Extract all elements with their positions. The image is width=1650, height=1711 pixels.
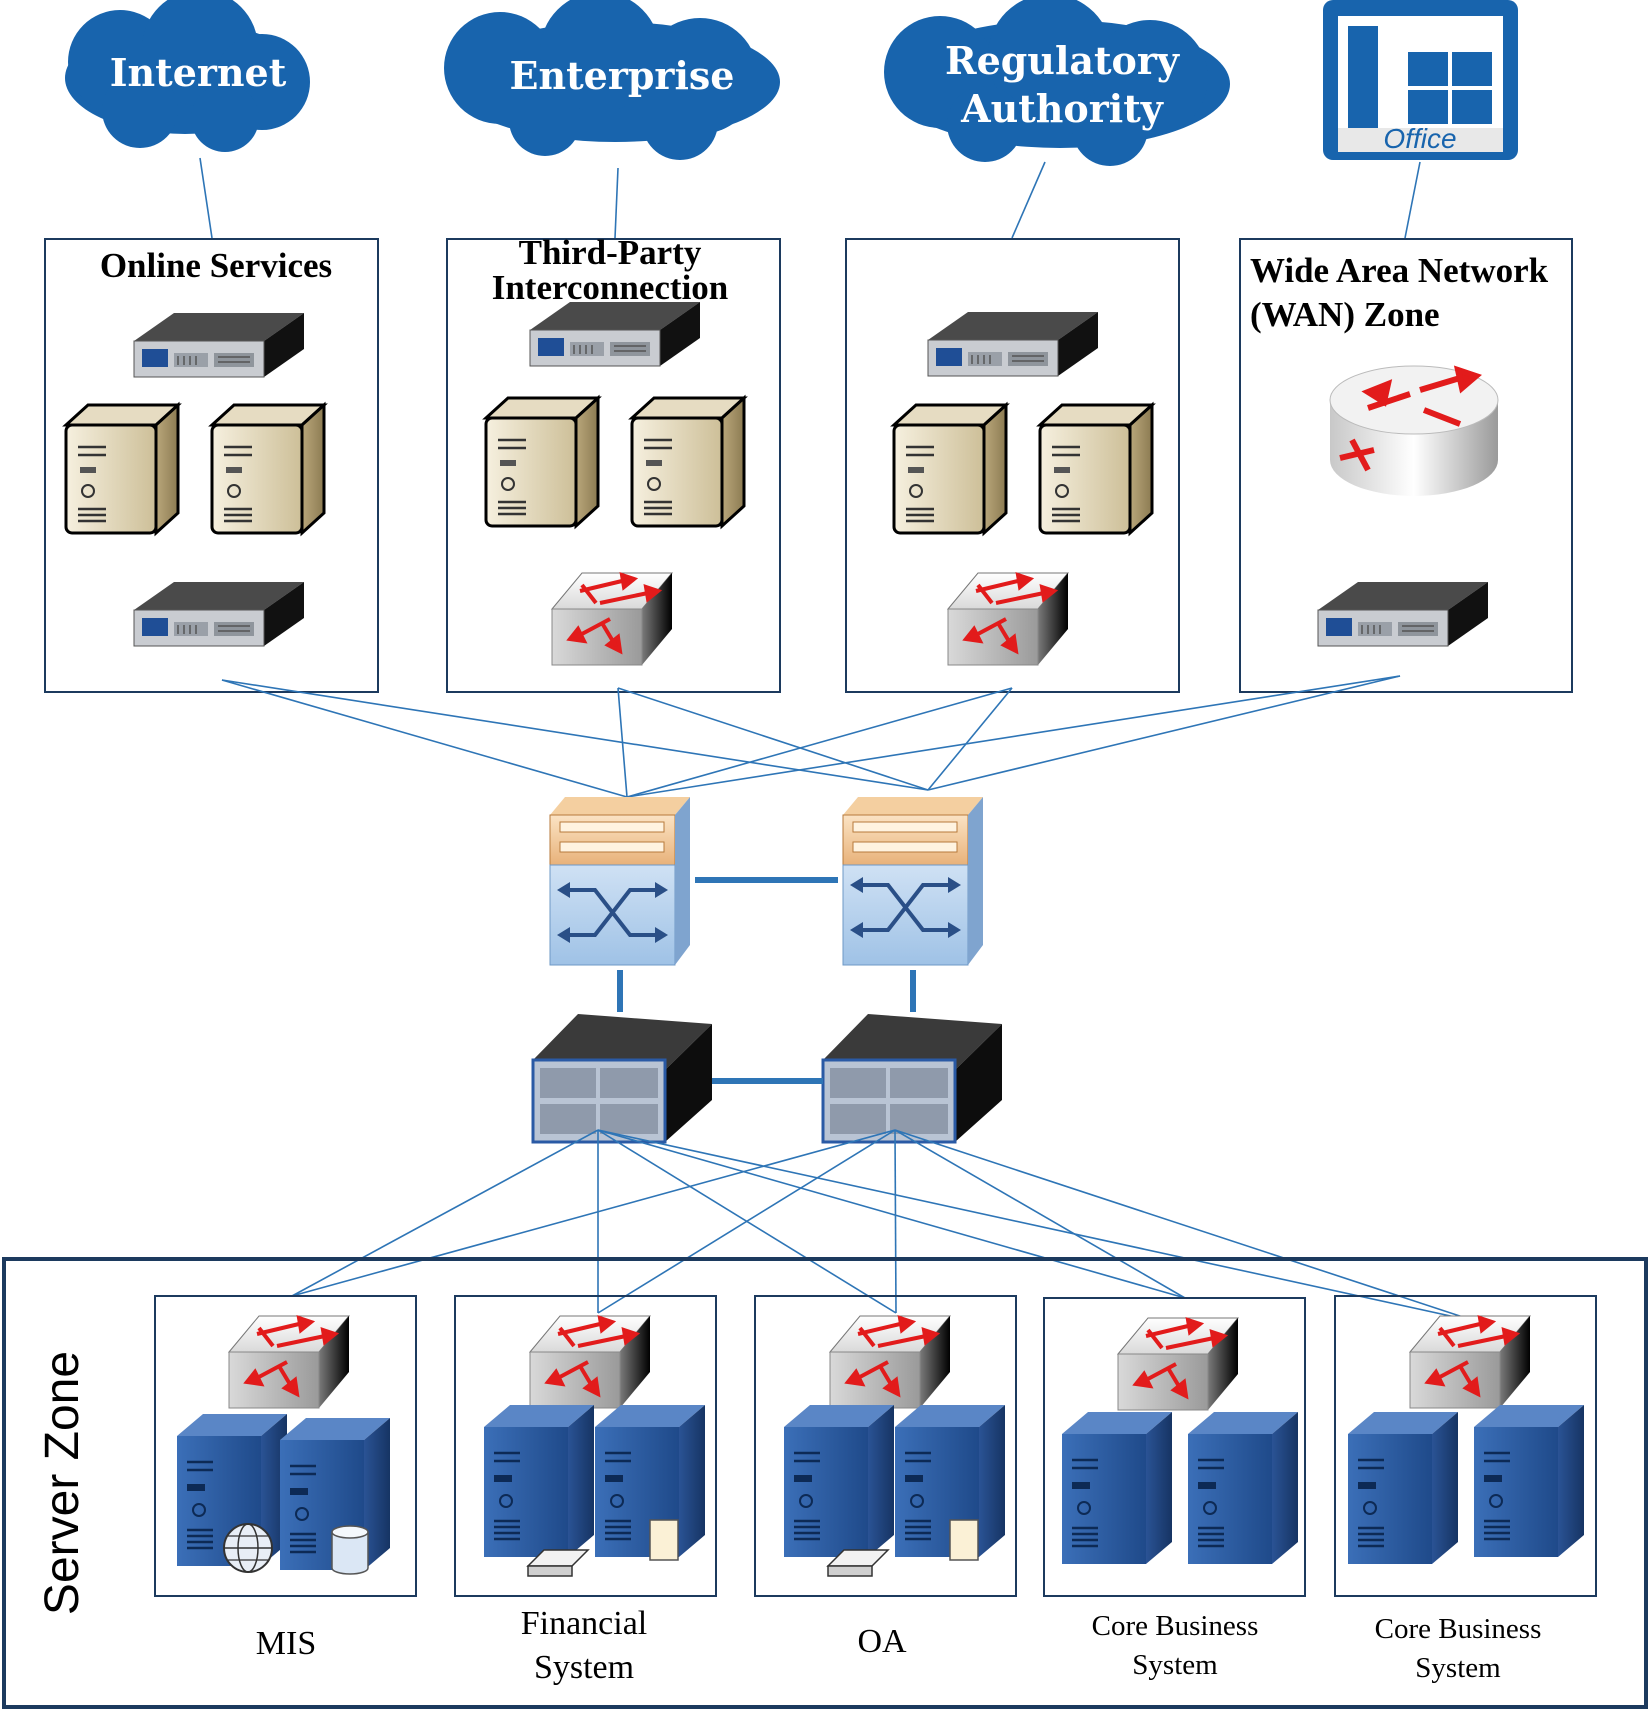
switch-icon [1408,1314,1532,1410]
database-icon [331,1525,369,1575]
server-icon [1472,1403,1586,1559]
globe-icon [223,1523,273,1573]
office-building-icon: Office [1323,0,1518,160]
cloud-enterprise-label: Enterprise [510,53,735,98]
server-icon [482,1403,596,1559]
zone-online-title: Online Services [100,246,332,285]
aggregation-chassis-right [821,1014,1002,1144]
server-zone-title: Server Zone [36,1351,89,1615]
server-icon [782,1403,896,1559]
server-group-labels: MIS Financial System OA Core Business Sy… [256,1605,1542,1686]
zone-wan-title-line2: (WAN) Zone [1250,295,1440,334]
zone-third-party: Third-Party Interconnection [446,233,781,693]
server-icon [1060,1410,1174,1566]
core-switch-left [549,797,690,966]
firewall-icon [133,312,305,378]
cloud-regulatory-authority: Regulatory Authority [884,0,1230,166]
group-label-financial-line2: System [534,1649,634,1686]
server-group-core-business-1 [1043,1297,1306,1597]
group-label-core2-line2: System [1415,1652,1501,1684]
server-icon [630,396,746,528]
switch-icon [550,571,674,667]
firewall-icon [1317,581,1489,647]
server-icon [1346,1410,1460,1566]
zone-regulatory [845,238,1180,693]
server-icon [1186,1410,1300,1566]
switch-icon [1116,1316,1240,1412]
agg-server-links [291,1129,1479,1323]
group-label-mis: MIS [256,1625,316,1662]
group-label-oa: OA [857,1623,907,1660]
cloud-links [199,157,1421,239]
zone-wan: Wide Area Network (WAN) Zone [1239,238,1573,693]
cloud-regulatory-line2: Authority [960,86,1164,131]
cloud-enterprise: Enterprise [444,0,780,160]
document-icon [949,1519,979,1561]
zone-online-services: Online Services [44,238,379,693]
firewall-icon [927,311,1099,377]
server-icon [210,403,326,535]
group-label-financial-line1: Financial [521,1605,648,1642]
server-icon [892,403,1008,535]
cloud-internet-label: Internet [110,50,287,95]
zone-wan-title-line1: Wide Area Network [1250,251,1549,290]
server-icon [64,403,180,535]
group-label-core1-line1: Core Business [1092,1610,1259,1642]
drive-icon [826,1549,890,1577]
server-icon [1038,403,1154,535]
group-label-core2-line1: Core Business [1375,1613,1542,1645]
switch-icon [528,1314,652,1410]
firewall-icon [529,301,701,367]
zone-thirdparty-title-line2: Interconnection [492,268,729,307]
core-switch-right [842,797,983,966]
cloud-internet: Internet [65,0,310,152]
firewall-icon [133,581,305,647]
group-label-core1-line2: System [1132,1649,1218,1681]
server-group-mis [154,1295,417,1597]
aggregation-chassis-left [531,1014,712,1144]
drive-icon [526,1549,590,1577]
switch-icon [946,571,1070,667]
server-group-financial [454,1295,717,1597]
document-icon [649,1519,679,1561]
server-group-oa [754,1295,1017,1597]
switch-icon [227,1314,351,1410]
server-icon [484,396,600,528]
router-icon [1329,365,1499,496]
zone-thirdparty-title-line1: Third-Party [519,233,702,272]
server-group-core-business-2 [1334,1295,1597,1597]
office-label: Office [1383,123,1456,154]
zone-core-links [221,675,1401,798]
switch-icon [828,1314,952,1410]
server-zone-frame [2,1257,1648,1709]
cloud-regulatory-line1: Regulatory [945,38,1180,83]
